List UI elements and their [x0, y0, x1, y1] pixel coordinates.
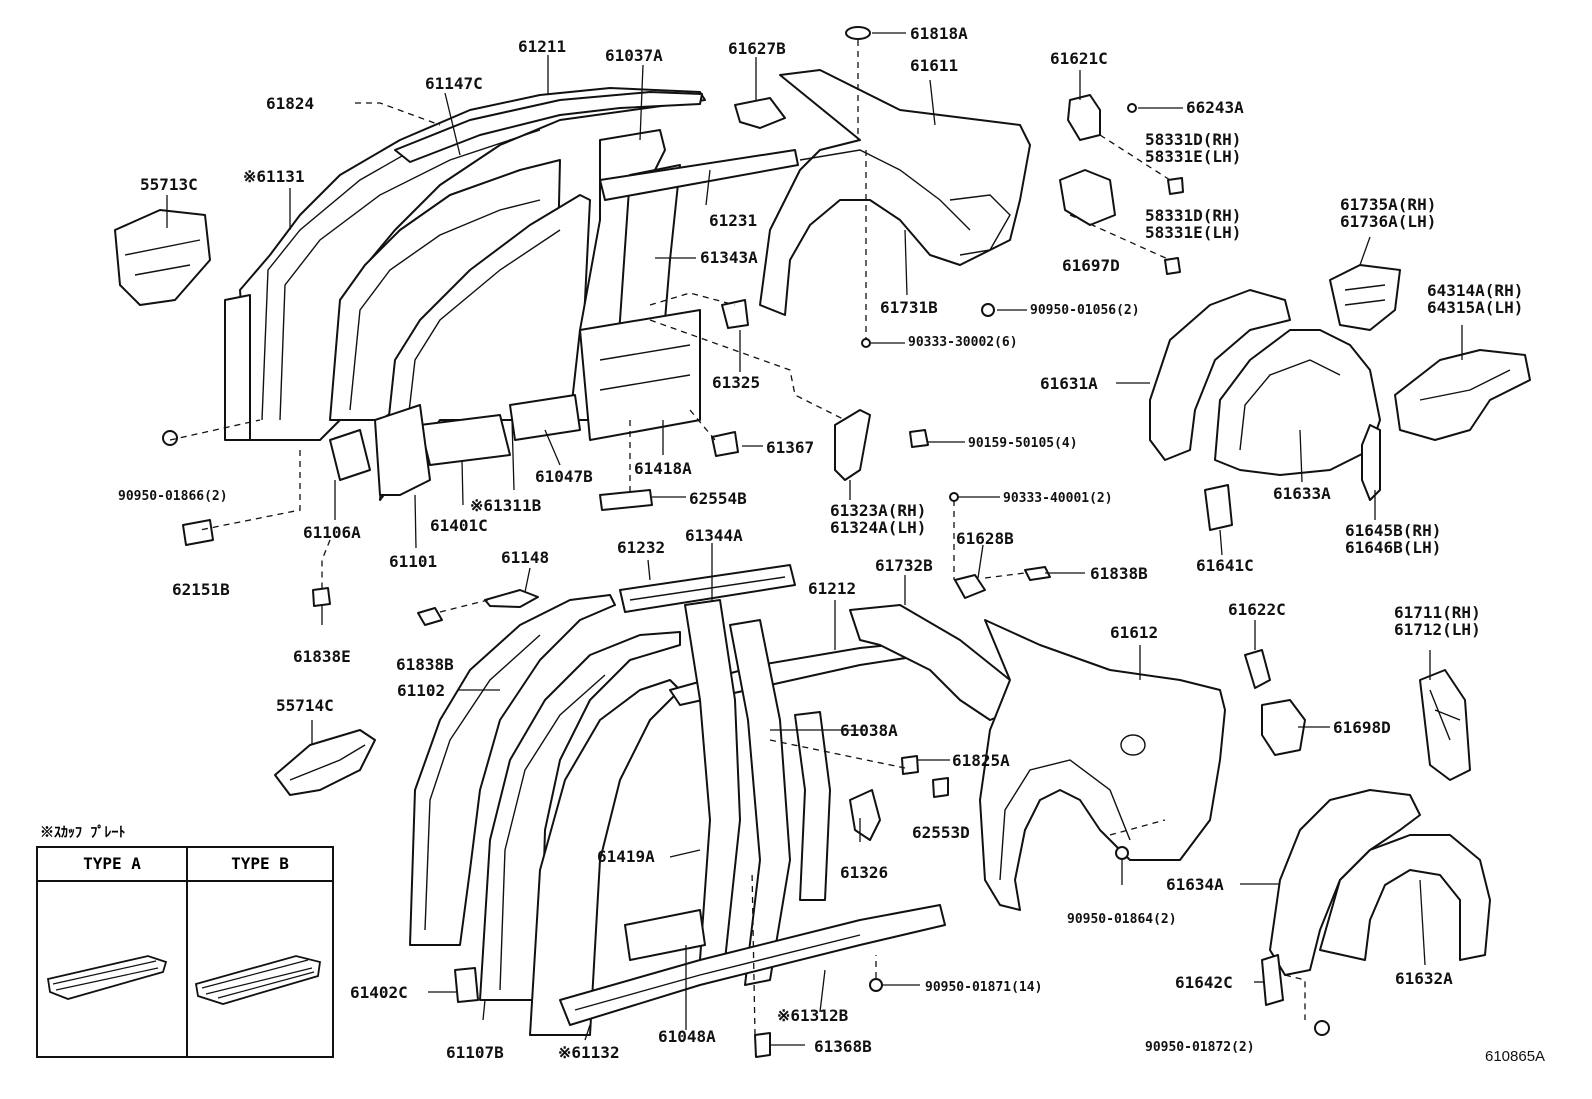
- callout-61211: 61211: [518, 37, 567, 56]
- callout-61048a: 61048A: [658, 1027, 716, 1046]
- callout-90950-01864: 90950-01864(2): [1067, 912, 1177, 927]
- callout-61621c: 61621C: [1050, 49, 1108, 68]
- callout-61102: 61102: [397, 681, 446, 700]
- inset-type-b-header: TYPE B: [188, 848, 332, 882]
- callout-61101: 61101: [389, 552, 438, 571]
- callout-62151b: 62151B: [172, 580, 230, 599]
- callout-90950-01872: 90950-01872(2): [1145, 1040, 1255, 1055]
- callout-61325: 61325: [712, 373, 761, 392]
- callout-61419a: 61419A: [597, 847, 655, 866]
- callout-61131: ※61131: [243, 167, 305, 186]
- callout-62553d: 62553D: [912, 823, 970, 842]
- callout-64314a: 64314A(RH) 64315A(LH): [1427, 281, 1524, 317]
- callout-61132: ※61132: [558, 1043, 620, 1062]
- callout-61627b: 61627B: [728, 39, 786, 58]
- callout-61312b: ※61312B: [777, 1006, 849, 1025]
- callout-61731b: 61731B: [880, 298, 938, 317]
- callout-58331-lower: 58331D(RH) 58331E(LH): [1145, 206, 1242, 242]
- callout-61148: 61148: [501, 548, 550, 567]
- callout-61612: 61612: [1110, 623, 1159, 642]
- callout-90950-01871: 90950-01871(14): [925, 980, 1043, 995]
- callout-90333-40001: 90333-40001(2): [1003, 491, 1113, 506]
- callout-61824: 61824: [266, 94, 315, 113]
- callout-61622c: 61622C: [1228, 600, 1286, 619]
- callout-61732b: 61732B: [875, 556, 933, 575]
- callout-61418a: 61418A: [634, 459, 692, 478]
- callout-66243a: 66243A: [1186, 98, 1244, 117]
- callout-61212: 61212: [808, 579, 857, 598]
- callout-61106a: 61106A: [303, 523, 361, 542]
- callout-90950-01056: 90950-01056(2): [1030, 303, 1140, 318]
- callout-90333-30002: 90333-30002(6): [908, 335, 1018, 350]
- callout-61368b: 61368B: [814, 1037, 872, 1056]
- callout-61231: 61231: [709, 211, 758, 230]
- callout-61838b-right: 61838B: [1090, 564, 1148, 583]
- inset-type-a: TYPE A: [38, 848, 188, 1056]
- callout-61343a: 61343A: [700, 248, 758, 267]
- callout-61232: 61232: [617, 538, 666, 557]
- callout-61642c: 61642C: [1175, 973, 1233, 992]
- callout-61698d: 61698D: [1333, 718, 1391, 737]
- callout-61038a: 61038A: [840, 721, 898, 740]
- scuff-plate-type-b-drawing: [194, 955, 322, 1005]
- callout-58331-upper: 58331D(RH) 58331E(LH): [1145, 130, 1242, 166]
- callout-61611: 61611: [910, 56, 959, 75]
- callout-61323a: 61323A(RH) 61324A(LH): [830, 501, 927, 537]
- callout-61326: 61326: [840, 863, 889, 882]
- callout-61634a: 61634A: [1166, 875, 1224, 894]
- callout-61735a: 61735A(RH) 61736A(LH): [1340, 195, 1437, 231]
- callout-61641c: 61641C: [1196, 556, 1254, 575]
- callout-61047b: 61047B: [535, 467, 593, 486]
- callout-61697d: 61697D: [1062, 256, 1120, 275]
- inset-type-a-header: TYPE A: [38, 848, 186, 882]
- callout-55714c: 55714C: [276, 696, 334, 715]
- callout-61401c: 61401C: [430, 516, 488, 535]
- callout-61838b-left: 61838B: [396, 655, 454, 674]
- callout-61632a: 61632A: [1395, 969, 1453, 988]
- callout-61633a: 61633A: [1273, 484, 1331, 503]
- callout-90950-01866: 90950-01866(2): [118, 489, 228, 504]
- callout-61147c: 61147C: [425, 74, 483, 93]
- inset-type-b: TYPE B: [188, 848, 332, 1056]
- scuff-plate-type-a-drawing: [46, 955, 168, 1000]
- callout-61037a: 61037A: [605, 46, 663, 65]
- callout-61711: 61711(RH) 61712(LH): [1394, 603, 1481, 639]
- callout-55713c: 55713C: [140, 175, 198, 194]
- callout-61818a: 61818A: [910, 24, 968, 43]
- callout-62554b: 62554B: [689, 489, 747, 508]
- callout-61311b: ※61311B: [470, 496, 542, 515]
- callout-61838e: 61838E: [293, 647, 351, 666]
- callout-61367: 61367: [766, 438, 815, 457]
- callout-61628b: 61628B: [956, 529, 1014, 548]
- callout-61107b: 61107B: [446, 1043, 504, 1062]
- callout-61402c: 61402C: [350, 983, 408, 1002]
- callout-61825a: 61825A: [952, 751, 1010, 770]
- callout-61631a: 61631A: [1040, 374, 1098, 393]
- diagram-code: 610865A: [1485, 1048, 1546, 1065]
- callout-61645b: 61645B(RH) 61646B(LH): [1345, 521, 1442, 557]
- inset-title: ※ｽｶｯﾌ ﾌﾟﾚｰﾄ: [40, 825, 126, 841]
- callout-61344a: 61344A: [685, 526, 743, 545]
- callout-90159-50105: 90159-50105(4): [968, 436, 1078, 451]
- scuff-plate-inset: TYPE A TYPE B: [36, 846, 334, 1058]
